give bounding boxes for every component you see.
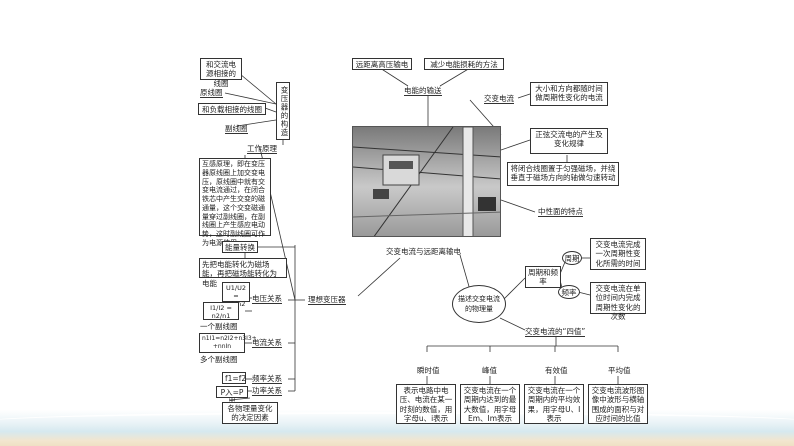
frequency-node: 频率 [558,285,580,299]
multi-secondary-formula-box: n1I1=n2I2+n3I3+…+nnIn [199,333,263,353]
energy-definition-box: 先把电能转化为磁场能，再把磁场能转化为电能 [199,258,287,288]
frequency-relation-label: 频率关系 [252,374,282,385]
one-secondary-label: 一个副线圈 [200,322,238,331]
power-line-photo [352,126,501,237]
period-node: 周期 [562,251,582,265]
primary-connect-box: 和交流电源相接的线圈 [200,58,242,88]
effective-definition-box: 交变电流在一个周期内的平均效果，用字母U、I表示 [524,384,584,424]
center-title: 交变电流与远距离输电 [386,247,461,256]
voltage-formula-box: U1/U2 = n1/n2 [222,282,250,308]
determining-factors-box: 各物理量变化的决定因素 [222,402,278,424]
average-value-label: 平均值 [608,366,631,375]
power-relation-label: 功率关系 [252,386,282,397]
peak-definition-box: 交变电流在一个周期内达到的最大数值，用字母Em、Im表示 [460,384,520,424]
transformer-structure-box: 变压器的构造 [276,82,290,140]
sine-definition-box: 将闭合线圈置于匀强磁场，并绕垂直于磁场方向的轴做匀速转动 [507,162,619,186]
sine-ac-box: 正弦交流电的产生及变化规律 [530,128,608,154]
working-principle-label: 工作原理 [247,144,277,155]
multi-secondary-label: 多个副线圈 [200,355,238,364]
average-definition-box: 交变电流波形图像中波形与横轴围成的面积与对应时间的比值 [588,384,648,424]
voltage-relation-label: 电压关系 [252,294,282,305]
period-definition-box: 交变电流完成一次周期性变化所需的时间 [590,238,646,270]
instant-definition-box: 表示电路中电压、电流在某一时刻的数值，用字母u、i表示 [396,384,456,424]
ideal-transformer-label: 理想变压器 [308,295,346,306]
current-formula-box: I1/I2 = n2/n1 [203,302,239,320]
peak-value-label: 峰值 [482,366,497,375]
power-transmission-label: 电能的输送 [404,86,442,97]
period-frequency-box: 周期和频率 [525,266,561,288]
instant-value-label: 瞬时值 [417,366,440,375]
power-formula-box: P入=P出 [216,386,248,406]
ac-definition-box: 大小和方向都随时间做周期性变化的电流 [530,82,608,106]
secondary-coil-label: 副线圈 [225,124,248,135]
physics-quantities-node: 描述交变电流的物理量 [452,285,506,323]
primary-coil-label: 原线圈 [200,88,223,99]
ac-label: 交变电流 [484,94,514,105]
effective-value-label: 有效值 [545,366,568,375]
frequency-formula-box: f1=f2 [222,372,246,384]
energy-conversion-box: 能量转换 [222,241,258,253]
current-relation-label: 电流关系 [252,338,282,349]
neutral-plane-label: 中性面的特点 [538,207,583,218]
secondary-connect-box: 和负载相接的线圈 [198,103,266,115]
four-values-label: 交变电流的“四值” [525,327,586,338]
long-distance-box: 远距离高压输电 [352,58,412,70]
reduce-loss-box: 减少电能损耗的方法 [424,58,504,70]
principle-definition-box: 互感原理，即在变压器原线圈上加交变电压，原线圈中就有交变电流通过，在闭合铁芯中产… [199,158,271,247]
frequency-definition-box: 交变电流在单位时间内完成周期性变化的次数 [590,282,646,321]
